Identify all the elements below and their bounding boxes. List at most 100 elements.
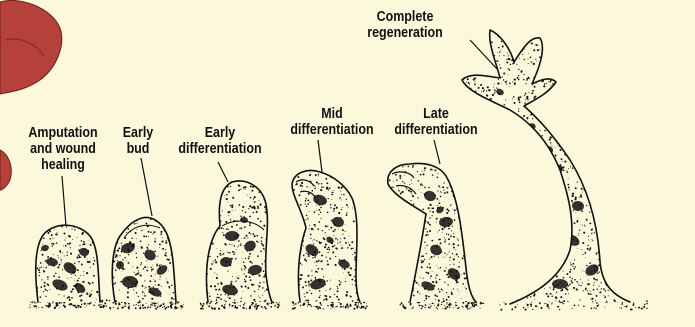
stipple-dot: [208, 222, 210, 224]
stipple-dot: [391, 301, 392, 302]
stipple-dot: [525, 99, 526, 100]
stipple-dot: [341, 199, 342, 200]
stipple-dot: [590, 64, 591, 65]
stipple-dot: [407, 240, 409, 242]
stipple-dot: [331, 174, 332, 175]
stipple-dot: [460, 159, 461, 160]
stipple-dot: [494, 105, 495, 106]
ground-stipple-dot: [155, 303, 157, 305]
stipple-dot: [624, 150, 625, 151]
stipple-dot: [424, 170, 425, 171]
ground-stipple-dot: [162, 307, 163, 308]
ground-stipple-dot: [622, 304, 623, 305]
stipple-dot: [516, 266, 518, 268]
stipple-dot: [556, 143, 557, 144]
stipple-dot: [452, 194, 453, 195]
stipple-dot: [559, 87, 561, 89]
stipple-dot: [609, 86, 611, 88]
stipple-dot: [526, 78, 528, 80]
stipple-dot: [610, 76, 612, 78]
stipple-dot: [514, 102, 516, 104]
stipple-dot: [481, 91, 482, 92]
stipple-dot: [526, 213, 527, 214]
stipple-dot: [506, 159, 508, 161]
stipple-dot: [238, 246, 239, 247]
stipple-dot: [216, 190, 218, 192]
stipple-dot: [578, 233, 579, 234]
stipple-dot: [618, 135, 619, 136]
stipple-dot: [618, 148, 619, 149]
stipple-dot: [584, 104, 586, 106]
stipple-dot: [554, 177, 555, 178]
stipple-dot: [527, 287, 529, 289]
stipple-dot: [411, 214, 413, 216]
ground-stipple-dot: [133, 305, 134, 306]
stipple-dot: [559, 29, 561, 31]
stipple-dot: [442, 228, 444, 230]
stipple-dot: [475, 279, 476, 280]
stipple-dot: [475, 295, 476, 296]
stipple-dot: [295, 242, 296, 243]
stipple-dot: [521, 249, 523, 251]
stipple-dot: [582, 192, 583, 193]
stipple-dot: [315, 186, 316, 187]
stipple-dot: [520, 160, 522, 162]
stipple-dot: [325, 225, 327, 227]
stipple-dot: [585, 182, 586, 183]
stipple-dot: [524, 242, 526, 244]
stipple-dot: [89, 295, 91, 297]
stipple-dot: [463, 101, 464, 102]
stipple-dot: [535, 105, 537, 107]
stipple-dot: [217, 294, 218, 295]
stipple-dot: [505, 145, 507, 147]
stipple-dot: [466, 257, 468, 259]
stipple-dot: [602, 263, 604, 265]
stipple-dot: [391, 231, 392, 232]
stipple-dot: [499, 271, 500, 272]
stipple-dot: [616, 269, 618, 271]
stipple-dot: [484, 266, 485, 267]
stipple-dot: [307, 299, 309, 301]
stipple-dot: [612, 124, 613, 125]
stipple-dot: [504, 29, 505, 30]
stipple-dot: [310, 173, 311, 174]
stipple-dot: [574, 98, 576, 100]
stipple-dot: [518, 97, 520, 99]
stipple-dot: [320, 260, 322, 262]
stipple-dot: [600, 198, 601, 199]
stipple-dot: [611, 82, 612, 83]
stipple-dot: [221, 283, 223, 285]
stipple-dot: [231, 206, 233, 208]
stipple-dot: [625, 91, 627, 93]
stipple-dot: [67, 297, 69, 299]
stipple-dot: [533, 278, 534, 279]
stipple-dot: [458, 187, 460, 189]
stipple-dot: [396, 223, 398, 225]
stipple-dot: [55, 243, 56, 244]
stipple-dot: [510, 64, 512, 66]
stipple-dot: [310, 280, 311, 281]
stipple-dot: [630, 291, 631, 292]
stipple-dot: [39, 275, 40, 276]
stipple-dot: [240, 244, 242, 246]
stipple-dot: [422, 185, 423, 186]
ground-stipple-dot: [124, 306, 126, 308]
stipple-dot: [579, 285, 580, 286]
stipple-dot: [488, 170, 489, 171]
stipple-dot: [610, 195, 611, 196]
stipple-dot: [441, 192, 442, 193]
stipple-dot: [503, 148, 505, 150]
stipple-dot: [535, 133, 536, 134]
stipple-dot: [111, 236, 112, 237]
stipple-dot: [210, 209, 212, 211]
stipple-dot: [552, 71, 553, 72]
stipple-dot: [540, 194, 541, 195]
stipple-dot: [533, 206, 534, 207]
stipple-dot: [262, 295, 263, 296]
stipple-dot: [614, 65, 615, 66]
stipple-dot: [592, 240, 593, 241]
stipple-dot: [65, 237, 66, 238]
stipple-dot: [569, 53, 570, 54]
ground-stipple-dot: [166, 307, 167, 308]
stipple-dot: [53, 275, 55, 277]
